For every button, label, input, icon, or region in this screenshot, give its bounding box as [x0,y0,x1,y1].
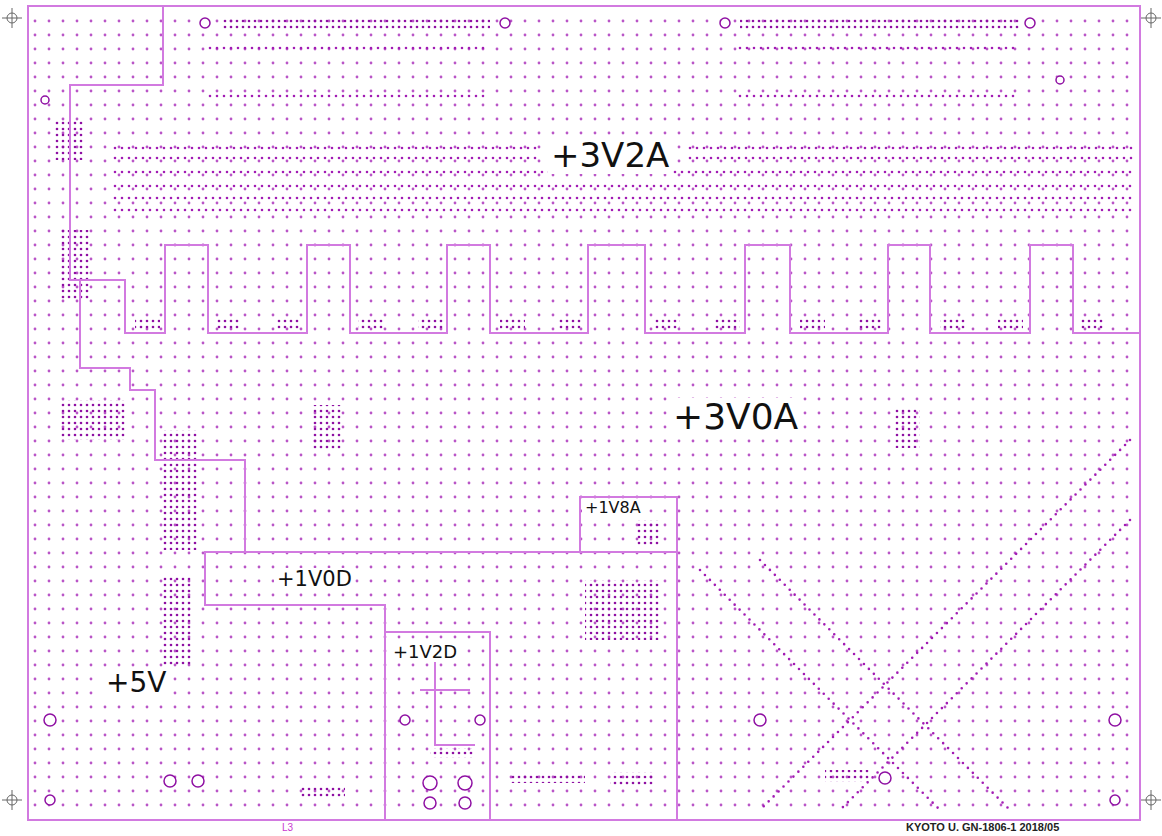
region-outline [28,6,1140,820]
keepout-outline [420,660,475,745]
net-name: +1V0D [274,568,355,590]
net-name: +5V [103,668,169,697]
connector-pads [222,17,490,31]
power-plane-region: +1V2D [385,632,490,820]
region-outline [28,6,385,820]
region-outline [28,6,385,820]
net-name: +3V2A [548,138,672,174]
net-name: +3V0A [670,398,801,436]
net-name: +1V8A [582,500,644,517]
component-pads [55,120,1105,797]
power-plane-region: +3V2A [70,6,1140,333]
region-outline [580,497,677,552]
layer-name: L3 [280,822,295,833]
power-plane-region: +1V2D +1V0D [205,552,677,820]
region-outline [28,6,1140,820]
region-outline [205,552,677,820]
via-rows [115,48,1132,810]
via-grid [32,10,1136,816]
region-outline [385,632,490,820]
region-outline [205,552,677,820]
power-plane-region: +5V [28,6,385,820]
power-plane-region: +1V8A [580,497,677,552]
net-name: +1V2D [390,643,460,662]
power-plane-region: +1V8A +3V0A [28,6,1140,820]
connector-pads [740,17,1020,31]
region-outline [70,6,1140,333]
board-marking: KYOTO U. GN-1806-1 2018/05 [904,821,1061,833]
mounting-hole [41,18,1121,809]
